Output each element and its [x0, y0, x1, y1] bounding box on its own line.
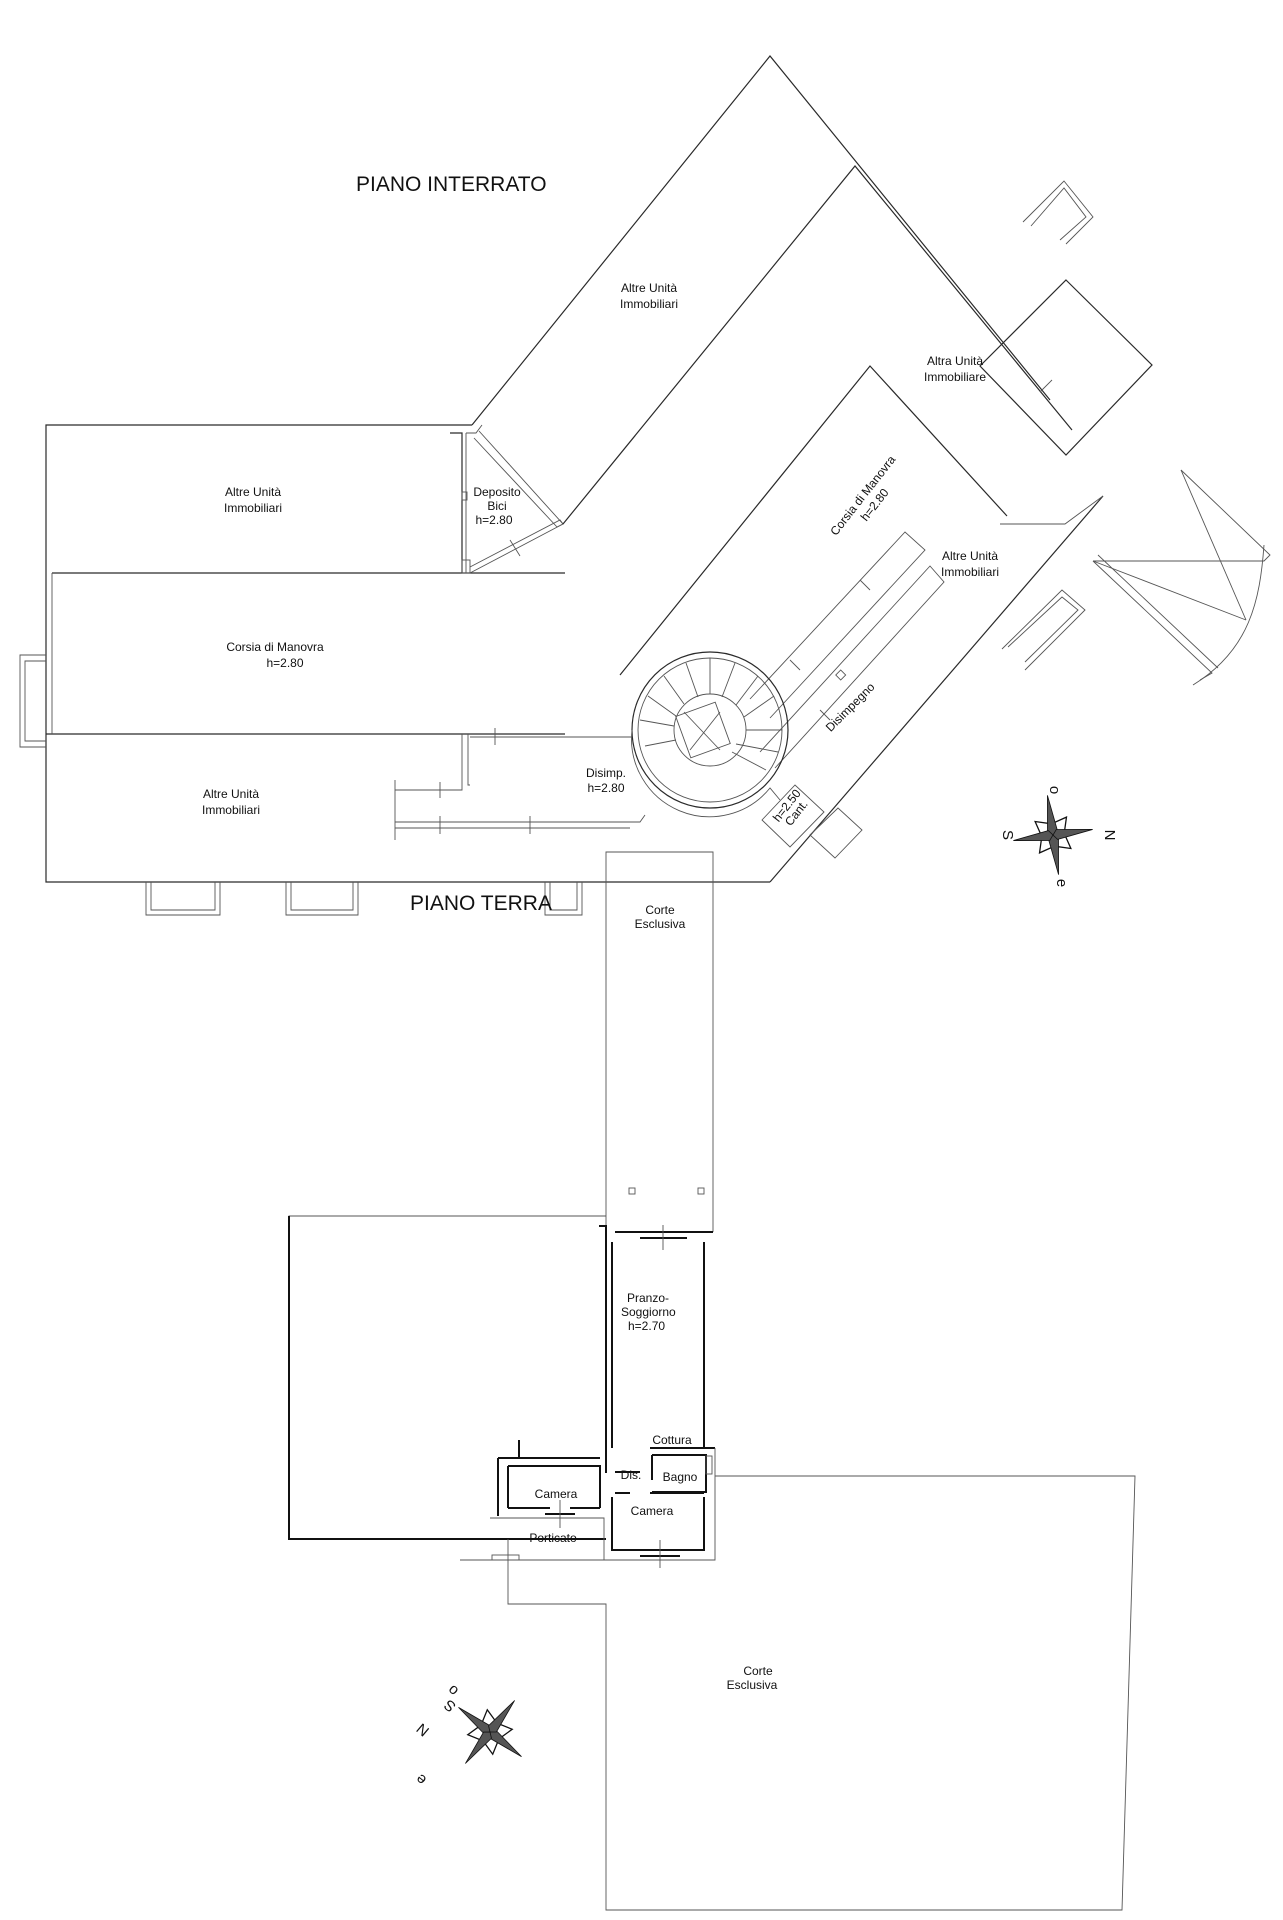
label-disimpegno: Disimpegno	[823, 680, 878, 735]
ground-outer-right	[604, 1448, 716, 1561]
corte-pillar-right	[697, 1187, 705, 1195]
balcony-top-right-inner	[1030, 187, 1087, 241]
label-disimp: Disimp.h=2.80	[586, 766, 626, 795]
deposito-wall-top	[466, 424, 483, 434]
diag-outer-bottom-wall	[769, 495, 1104, 883]
altra-unita-diamond	[979, 279, 1153, 456]
light-well-2	[285, 882, 359, 916]
compass-icon	[458, 1700, 522, 1764]
deposito-door	[509, 539, 521, 557]
porticato-outline	[490, 1517, 605, 1560]
disimp-pillar	[835, 669, 847, 681]
light-well-3-inner	[549, 882, 578, 911]
ramp-top	[1093, 469, 1271, 562]
diag-units-outer	[471, 55, 1051, 426]
label-dis: Dis.	[621, 1468, 642, 1482]
compass-n-label: N	[413, 1719, 432, 1739]
label-cottura: Cottura	[652, 1433, 692, 1447]
spiral-staircase	[631, 651, 789, 818]
ground-floor-plan: PIANO TERRA	[288, 851, 1136, 1911]
ground-title: PIANO TERRA	[410, 892, 552, 915]
compass-e-label: e	[1053, 879, 1070, 887]
diag-joint	[1039, 379, 1053, 393]
balcony-top-right	[1022, 180, 1094, 245]
diag-right-wall-joint	[1000, 495, 1104, 525]
left-block-right-wall	[599, 1225, 607, 1473]
porticato-gate	[491, 1554, 520, 1561]
disimpegno-corridor-lower	[759, 565, 945, 769]
bagno-window	[705, 1455, 713, 1475]
compass-e-label: e	[412, 1770, 429, 1788]
basement-outer-wall-left	[45, 424, 770, 883]
label-camera-right: Camera	[631, 1504, 674, 1518]
ramp-line-1	[1092, 560, 1247, 621]
compass-n-label: N	[1101, 830, 1118, 841]
compass-rose-ground: S e o N	[412, 1681, 522, 1789]
ramp-arc	[1192, 544, 1265, 686]
diag-corsia-top-wall	[562, 165, 1073, 525]
camera-right-walls	[611, 1497, 705, 1551]
label-corsia-diagonal: Corsia di Manovrah=2.80	[827, 453, 910, 548]
disimp-wall-1-inner	[467, 734, 470, 786]
light-well-3	[544, 882, 583, 916]
disimp-door-1	[789, 659, 801, 671]
compass-rose-basement: o N S e	[999, 786, 1118, 887]
disimp-door-2	[859, 579, 871, 591]
cantina-light-well	[809, 807, 863, 859]
disimp-door-3	[819, 709, 831, 721]
camera-left-walls	[508, 1465, 601, 1508]
deposito-bottom-wall	[469, 519, 564, 574]
light-well-1	[145, 882, 221, 916]
disimpegno-corridor	[749, 531, 926, 719]
balcony-lower-right-inner	[1007, 596, 1079, 663]
label-camera-left: Camera	[535, 1487, 578, 1501]
deposito-pillar	[461, 491, 468, 501]
basement-plan: PIANO INTERRATO	[19, 55, 1271, 916]
diag-right-units-top	[619, 365, 1008, 676]
ramp-edge	[1092, 560, 1213, 681]
compass-o-label: o	[444, 1681, 461, 1699]
compass-icon	[1013, 795, 1093, 875]
deposito-wall-left	[450, 432, 463, 573]
left-light-well	[19, 654, 46, 748]
left-light-well-inner	[24, 660, 46, 742]
ramp-line-2	[1180, 469, 1247, 621]
pranzo-right-wall	[703, 1242, 715, 1449]
deposito-pillar-2	[461, 559, 471, 574]
ramp-edge-inner	[1097, 554, 1219, 669]
corte-bottom-outline	[507, 1475, 1136, 1911]
light-well-1-inner	[150, 882, 216, 911]
left-block-top	[288, 1215, 606, 1339]
disimp-wall-1	[395, 734, 463, 791]
compass-s-label: S	[999, 830, 1016, 840]
corte-top-outline	[605, 851, 714, 1232]
disimp-wall-bottom	[395, 814, 646, 823]
label-bagno: Bagno	[663, 1470, 698, 1484]
light-well-2-inner	[290, 882, 354, 911]
label-porticato: Porticato	[529, 1531, 577, 1545]
label-cantina: h=2.50Cant.	[770, 786, 813, 831]
left-block-outline	[288, 1216, 606, 1540]
basement-title: PIANO INTERRATO	[356, 173, 547, 196]
cantina	[761, 784, 825, 848]
compass-o-label: o	[1046, 786, 1063, 794]
corte-pillar-left	[628, 1187, 636, 1195]
balcony-lower-right	[1001, 589, 1086, 671]
